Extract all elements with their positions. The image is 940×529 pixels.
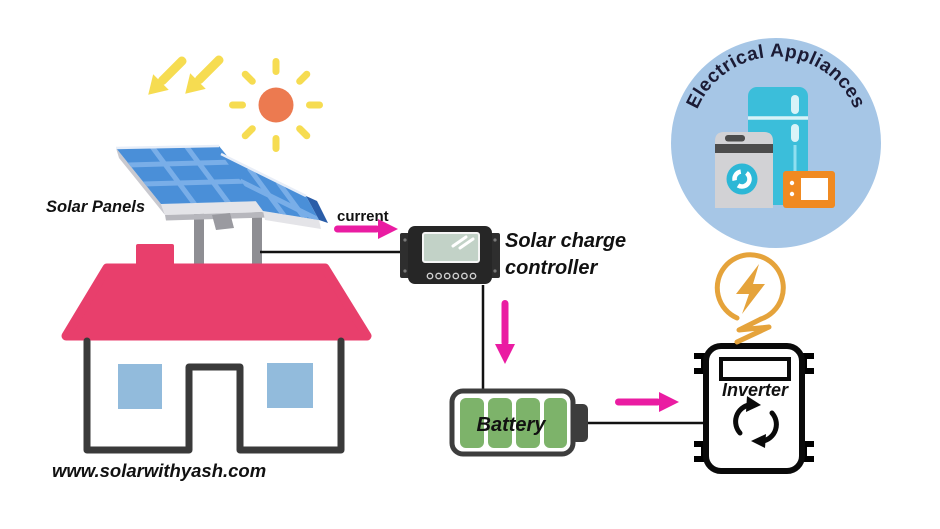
microwave-icon — [783, 171, 835, 208]
sunlight-arrows-icon — [140, 49, 230, 103]
inverter-display — [719, 357, 791, 381]
house-icon — [61, 244, 372, 454]
house-walls — [83, 337, 345, 454]
sun-disc — [258, 87, 294, 123]
lightning-bolt — [736, 264, 765, 314]
battery-label: Battery — [477, 414, 547, 436]
charge-controller-icon — [400, 226, 500, 284]
controller-to-battery-arrow-icon — [495, 300, 515, 364]
inverter-label: Inverter — [722, 380, 789, 400]
charge-controller-label-line2: controller — [505, 257, 598, 279]
sun-rays — [229, 58, 323, 152]
battery-icon: Battery — [449, 388, 588, 457]
roof — [61, 263, 372, 341]
controller-screen — [422, 232, 480, 263]
current-label: current — [337, 208, 389, 225]
window-left — [118, 364, 162, 409]
battery-to-inverter-arrow-icon — [615, 392, 679, 412]
watermark-text: www.solarwithyash.com — [52, 460, 266, 481]
appliances-group: Electrical Appliances — [671, 38, 881, 248]
battery-cells — [460, 398, 567, 448]
controller-buttons — [426, 272, 477, 280]
lightning-link-icon — [714, 252, 786, 345]
charge-controller-label-line1: Solar charge — [505, 230, 626, 252]
window-right — [267, 363, 313, 408]
solar-panels-label: Solar Panels — [46, 198, 145, 216]
solar-panel-icon — [115, 144, 328, 230]
inverter-icon: Inverter — [694, 343, 814, 474]
panel-mount-poles — [194, 204, 262, 268]
sun-icon — [229, 58, 323, 152]
washing-machine-icon — [715, 132, 773, 208]
cycle-arrows-icon — [733, 396, 779, 448]
